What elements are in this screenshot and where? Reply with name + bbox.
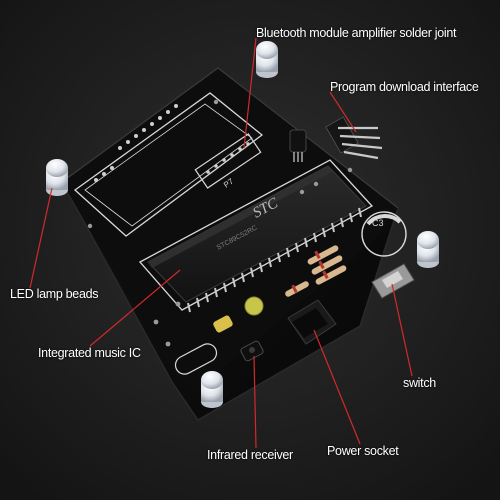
label-bluetooth: Bluetooth module amplifier solder joint	[256, 26, 457, 40]
label-power-socket: Power socket	[327, 444, 399, 458]
program-download-header	[325, 116, 383, 160]
capacitor-label: C3	[372, 218, 384, 228]
silkscreen-oval	[174, 343, 218, 375]
led-bead-top	[256, 41, 278, 78]
callout-power	[313, 329, 361, 445]
callout-bluetooth	[243, 37, 257, 149]
label-led-lamp-beads: LED lamp beads	[10, 287, 99, 301]
small-capacitor	[213, 296, 264, 333]
callout-program	[329, 91, 357, 133]
label-program-download: Program download interface	[330, 80, 479, 94]
via-holes	[87, 99, 353, 347]
lcd-pin-holes	[94, 104, 178, 182]
callout-lines	[29, 37, 413, 449]
infrared-receiver-component	[240, 340, 264, 362]
led-bead-left	[46, 159, 68, 196]
transistor	[289, 129, 307, 162]
callout-led	[29, 187, 53, 289]
ic-socket-outline	[138, 159, 374, 311]
lcd-footprint	[73, 92, 264, 237]
callout-switch	[391, 283, 413, 377]
capacitor-footprint: C3	[361, 211, 407, 257]
callout-music-ic	[89, 269, 181, 347]
power-socket	[287, 299, 337, 345]
resistors	[285, 245, 347, 297]
led-bead-right	[417, 231, 439, 268]
label-music-ic: Integrated music IC	[38, 346, 141, 360]
label-infrared-receiver: Infrared receiver	[207, 448, 293, 462]
callout-infrared	[253, 355, 257, 449]
label-switch: switch	[403, 376, 436, 390]
music-ic-chip: STC STC89C52RC	[147, 165, 367, 303]
chip-pins	[187, 207, 362, 313]
slide-switch	[371, 263, 415, 299]
led-bead-bottom	[201, 371, 223, 408]
